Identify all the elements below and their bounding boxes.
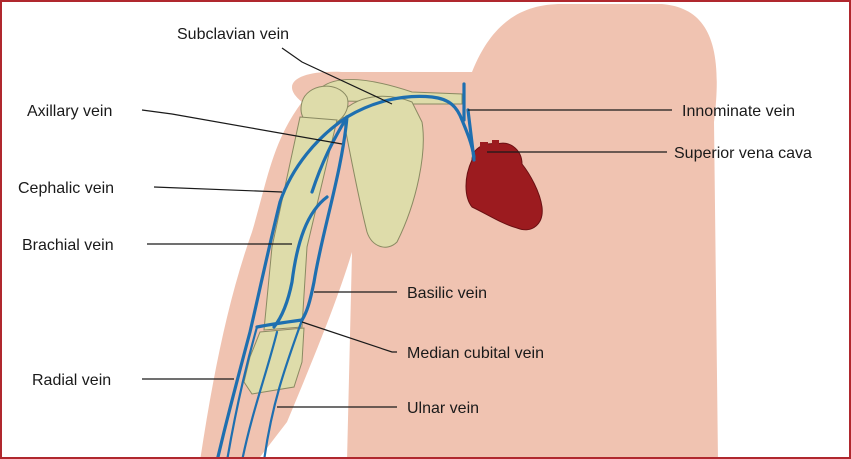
heart-vessel: [492, 140, 499, 150]
radial-label: Radial vein: [32, 372, 111, 389]
median-cubital-label: Median cubital vein: [407, 345, 544, 362]
cephalic-label: Cephalic vein: [18, 180, 114, 197]
heart-aorta: [480, 142, 488, 154]
brachial-label: Brachial vein: [22, 237, 114, 254]
cephalic-leader: [154, 187, 282, 192]
svc-label: Superior vena cava: [674, 145, 812, 162]
subclavian-label: Subclavian vein: [177, 26, 289, 43]
basilic-label: Basilic vein: [407, 285, 487, 302]
innominate-label: Innominate vein: [682, 103, 795, 120]
axillary-label: Axillary vein: [27, 103, 112, 120]
ulnar-label: Ulnar vein: [407, 400, 479, 417]
